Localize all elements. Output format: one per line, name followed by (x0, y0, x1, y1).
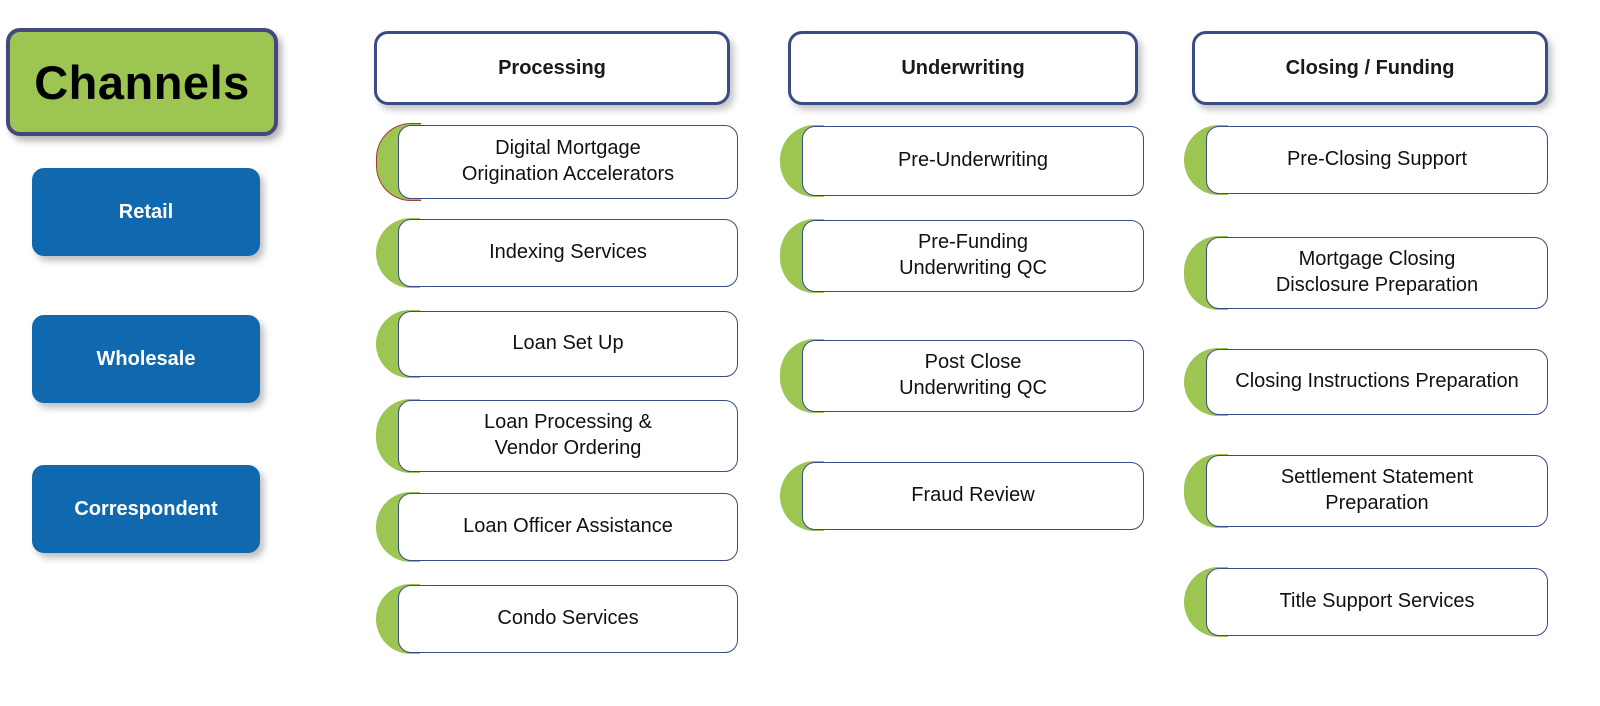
service-item[interactable]: Loan Set Up (376, 310, 738, 378)
channel-button-label: Wholesale (96, 347, 196, 370)
service-item[interactable]: Loan Processing & Vendor Ordering (376, 399, 738, 473)
service-item-label-line: Pre-Closing Support (1286, 148, 1468, 171)
column-header-label: Underwriting (901, 56, 1025, 79)
service-item-label: Loan Officer Assistance (463, 514, 673, 540)
column-header-closing-funding: Closing / Funding (1192, 31, 1548, 105)
service-item-label: Pre-Underwriting (898, 148, 1048, 174)
service-item-label-line: Pre-Funding (917, 231, 1029, 254)
service-item-label-line: Loan Processing & (484, 411, 652, 434)
service-item-label-line: Indexing Services (489, 241, 647, 264)
service-item[interactable]: Pre-Closing Support (1184, 125, 1548, 195)
service-item-box: Title Support Services (1206, 568, 1548, 636)
service-item-label: Loan Set Up (512, 331, 623, 357)
channel-button-label: Correspondent (74, 497, 218, 520)
channels-header: Channels (6, 28, 278, 136)
service-item-label: Fraud Review (911, 483, 1034, 509)
service-item-label-line: Condo Services (497, 607, 639, 630)
service-item-label-line: Mortgage Closing (1298, 248, 1456, 271)
service-item-label-line: Origination Accelerators (461, 163, 675, 185)
service-item[interactable]: Fraud Review (780, 461, 1144, 531)
service-item-box: Fraud Review (802, 462, 1144, 530)
service-item-label: Loan Processing & Vendor Ordering (484, 410, 652, 461)
service-item[interactable]: Title Support Services (1184, 567, 1548, 637)
service-item[interactable]: Pre-Underwriting (780, 125, 1144, 197)
service-item-label-line: Title Support Services (1279, 590, 1475, 613)
service-item[interactable]: Closing Instructions Preparation (1184, 348, 1548, 416)
service-item[interactable]: Indexing Services (376, 218, 738, 288)
service-item-box: Pre-Closing Support (1206, 126, 1548, 194)
service-item-label-line: Underwriting QC (899, 377, 1047, 399)
service-item-box: Closing Instructions Preparation (1206, 349, 1548, 415)
service-item-label-line: Settlement Statement (1280, 466, 1474, 489)
service-item-label: Title Support Services (1280, 589, 1475, 615)
channel-button-wholesale[interactable]: Wholesale (32, 315, 260, 403)
service-item-box: Loan Officer Assistance (398, 493, 738, 561)
channel-button-retail[interactable]: Retail (32, 168, 260, 256)
channel-button-correspondent[interactable]: Correspondent (32, 465, 260, 553)
service-item-label-line: Closing Instructions Preparation (1235, 370, 1519, 393)
service-item-label-line: Digital Mortgage (495, 137, 641, 160)
service-item[interactable]: Loan Officer Assistance (376, 492, 738, 562)
column-header-label: Closing / Funding (1285, 56, 1455, 79)
service-item-label-line: Loan Officer Assistance (463, 515, 673, 538)
service-item-label: Condo Services (497, 606, 638, 632)
service-item-label-line: Fraud Review (911, 484, 1035, 507)
service-item-box: Loan Processing & Vendor Ordering (398, 400, 738, 472)
service-item-label-line: Pre-Underwriting (897, 149, 1049, 172)
service-item-label-line: Disclosure Preparation (1275, 274, 1479, 296)
service-item-label-line: Preparation (1325, 492, 1429, 514)
column-header-underwriting: Underwriting (788, 31, 1138, 105)
service-item-box: Indexing Services (398, 219, 738, 287)
service-item-box: Pre-Underwriting (802, 126, 1144, 196)
service-item-label-line: Vendor Ordering (494, 437, 642, 459)
service-item-label: Closing Instructions Preparation (1235, 369, 1518, 395)
service-item-box: Loan Set Up (398, 311, 738, 377)
channel-button-label: Retail (118, 200, 174, 223)
service-item-box: Condo Services (398, 585, 738, 653)
service-item-label-line: Loan Set Up (512, 332, 624, 355)
column-header-processing: Processing (374, 31, 730, 105)
channels-header-label: Channels (34, 55, 250, 109)
column-header-label: Processing (498, 56, 606, 79)
service-item[interactable]: Condo Services (376, 584, 738, 654)
service-item-label: Indexing Services (489, 240, 647, 266)
service-item-label-line: Post Close (924, 351, 1022, 374)
service-item-label: Pre-Closing Support (1287, 147, 1467, 173)
service-item-label-line: Underwriting QC (899, 257, 1047, 279)
